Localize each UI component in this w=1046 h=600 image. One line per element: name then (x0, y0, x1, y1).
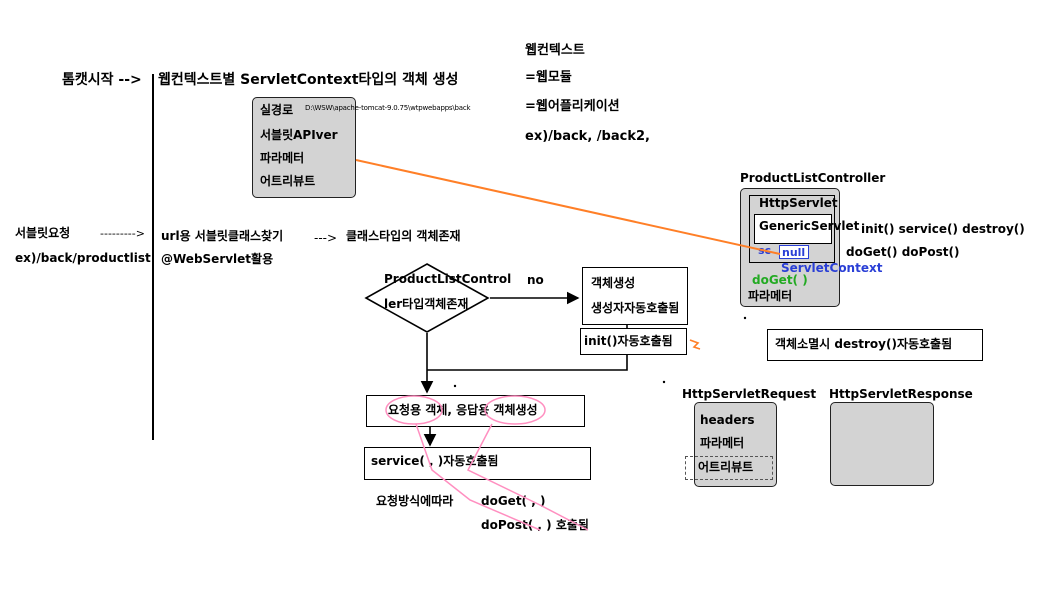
constructor-called-text: 생성자자동호출됨 (591, 301, 680, 315)
pink-ellipse-request (385, 395, 443, 425)
req-resp-create-text: 요청용 객체, 응답용 객체생성 (388, 403, 538, 417)
http-request-title: HttpServletRequest (682, 387, 817, 401)
init-called-box (580, 328, 687, 355)
null-box (779, 245, 809, 259)
null-label: null (782, 246, 806, 259)
webcontext-title: 웹컨텍스트 (525, 43, 585, 58)
http-request-box (694, 402, 777, 487)
service-call-text: service( , )자동호출됨 (371, 454, 499, 468)
by-method-text: 요청방식에따라 (376, 494, 454, 508)
http-request-headers: headers (700, 413, 755, 427)
controller-methods-line1: init() service() destroy() (861, 222, 1025, 236)
http-request-attributes: 어트리뷰트 (698, 460, 754, 474)
context-path-value: D:\WSW\apache-tomcat-9.0.75\wtpwebapps\b… (305, 104, 471, 112)
annotation-label: @WebServlet활용 (161, 252, 274, 266)
no-label: no (527, 273, 544, 287)
tomcat-start-label: 톰캣시작 --> (62, 72, 142, 88)
controller-doget-label: doGet( ) (752, 273, 808, 287)
decision-text-line2: ler타입객체존재 (384, 297, 469, 311)
webcontext-example: ex)/back, /back2, (525, 129, 650, 144)
generic-servlet-label: GenericServlet (759, 219, 860, 233)
controller-title: ProductListController (740, 171, 886, 185)
context-attributes: 어트리뷰트 (260, 174, 316, 188)
context-params: 파라메터 (260, 151, 305, 165)
servlet-context-label: ServletContext (781, 261, 883, 275)
class-exist-label: 클래스타입의 객체존재 (346, 229, 461, 243)
create-object-box (582, 267, 688, 325)
init-return-line (427, 355, 628, 371)
servlet-request-label: 서블릿요청 (15, 226, 71, 240)
decision-text-line1: ProductListControl (384, 272, 512, 286)
dopost-call-text: doPost( , ) 호출됨 (481, 518, 589, 532)
request-example: ex)/back/productlist (15, 251, 151, 265)
destroy-note-box (767, 329, 983, 361)
pink-request-stroke (415, 423, 541, 531)
attribute-selection-box (685, 456, 773, 480)
req-resp-create-box (366, 395, 585, 427)
controller-methods-line2: doGet() doPost() (846, 245, 960, 259)
webcontext-eq-module: =웹모듈 (525, 70, 572, 85)
per-webcontext-label: 웹컨텍스트별 ServletContext타입의 객체 생성 (158, 72, 459, 88)
destroy-note-text: 객체소멸시 destroy()자동호출됨 (775, 337, 953, 351)
generic-servlet-box (754, 214, 832, 244)
pink-ellipse-response (484, 395, 546, 425)
orange-reference-line (355, 159, 781, 255)
create-object-text: 객체생성 (591, 276, 636, 290)
init-called-text: init()자동호출됨 (584, 334, 673, 348)
context-api-ver: 서블릿APIver (260, 128, 338, 142)
decision-diamond (364, 263, 490, 333)
url-find-label: url용 서블릿클래스찾기 (161, 229, 284, 243)
pink-response-stroke (466, 423, 589, 531)
servlet-context-box (252, 97, 356, 198)
http-response-title: HttpServletResponse (829, 387, 973, 401)
arrow-exist: ---> (314, 231, 338, 245)
http-request-params: 파라메터 (700, 436, 745, 450)
controller-params-label: 파라메터 (748, 289, 793, 303)
http-servlet-label: HttpServlet (759, 196, 838, 210)
webcontext-eq-app: =웹어플리케이션 (525, 99, 620, 114)
doget-call-text: doGet( , ) (481, 494, 546, 508)
timeline-vertical-line (152, 74, 154, 440)
request-arrow: ---------> (100, 227, 145, 240)
http-response-box (830, 402, 934, 486)
context-path-label: 실경로 (260, 103, 294, 117)
orange-doodle (689, 339, 701, 350)
